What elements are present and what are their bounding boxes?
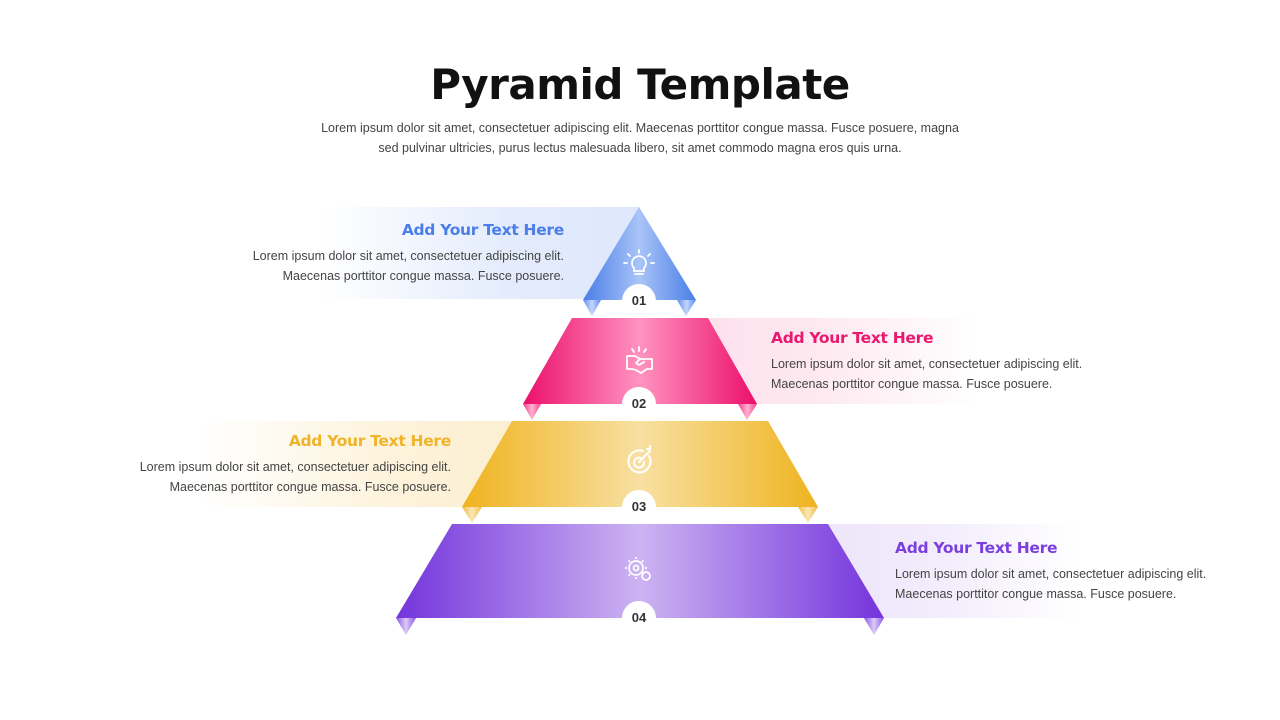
gears-icon <box>625 557 651 581</box>
tier-1-label: Add Your Text Here Lorem ipsum dolor sit… <box>184 221 565 286</box>
tier-3-number-badge: 03 <box>622 490 656 524</box>
tier-4-label: Add Your Text Here Lorem ipsum dolor sit… <box>895 539 1275 604</box>
subtitle-line-1: Lorem ipsum dolor sit amet, consectetuer… <box>321 121 959 135</box>
tier-1-line-1: Lorem ipsum dolor sit amet, consectetuer… <box>252 249 564 263</box>
tier-1-line-2: Maecenas porttitor congue massa. Fusce p… <box>282 269 564 283</box>
tier-4-shape <box>396 524 884 635</box>
tier-3-text-band <box>200 421 520 507</box>
tier-2-heading: Add Your Text Here <box>771 329 934 347</box>
tier-1-number-badge: 01 <box>622 284 656 318</box>
tier-4-line-1: Lorem ipsum dolor sit amet, consectetuer… <box>895 567 1207 581</box>
lightbulb-icon <box>623 249 655 275</box>
tier-3-heading: Add Your Text Here <box>288 432 451 450</box>
tier-3-line-1: Lorem ipsum dolor sit amet, consectetuer… <box>139 460 451 474</box>
tier-2-shape <box>523 318 757 420</box>
subtitle-line-2: sed pulvinar ultricies, purus lectus mal… <box>378 141 902 155</box>
tier-4-heading: Add Your Text Here <box>895 539 1058 557</box>
tier-2-line-1: Lorem ipsum dolor sit amet, consectetuer… <box>771 357 1083 371</box>
tier-2-label: Add Your Text Here Lorem ipsum dolor sit… <box>771 329 1151 394</box>
tier-3-line-2: Maecenas porttitor congue massa. Fusce p… <box>169 480 451 494</box>
target-icon <box>627 445 652 474</box>
page-title: Pyramid Template <box>430 60 850 109</box>
tier-3-shape <box>462 421 818 523</box>
tier-1-heading: Add Your Text Here <box>401 221 564 239</box>
tier-4-number-badge: 04 <box>622 601 656 635</box>
tier-4-line-2: Maecenas porttitor congue massa. Fusce p… <box>895 587 1177 601</box>
tier-2-number-badge: 02 <box>622 387 656 421</box>
tier-3-label: Add Your Text Here Lorem ipsum dolor sit… <box>71 432 452 497</box>
page-subtitle: Lorem ipsum dolor sit amet, consectetuer… <box>300 118 980 158</box>
tier-1-text-band <box>320 207 640 299</box>
handshake-icon <box>626 346 653 374</box>
tier-2-line-2: Maecenas porttitor congue massa. Fusce p… <box>771 377 1053 391</box>
